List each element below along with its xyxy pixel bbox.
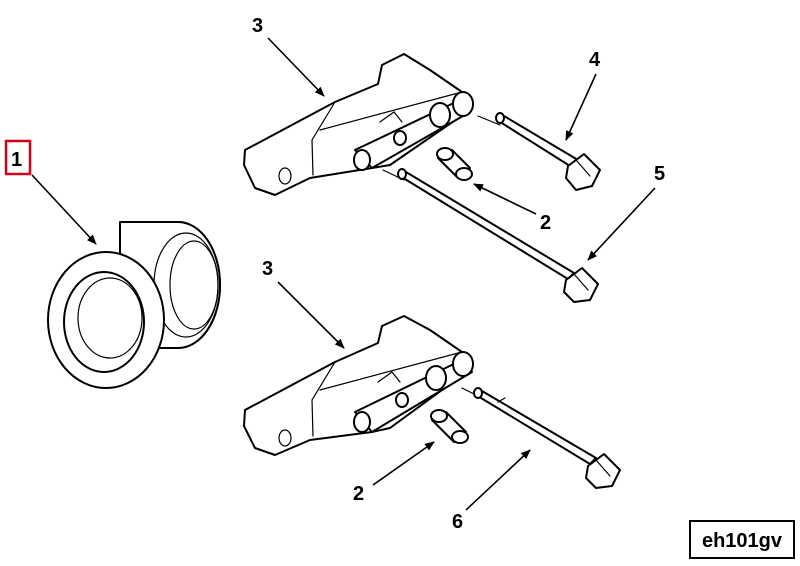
leader-2-top — [473, 183, 537, 215]
leader-4 — [565, 73, 597, 141]
bushing-bottom — [430, 409, 469, 444]
leader-3-top — [267, 37, 325, 97]
bolt-5 — [397, 168, 599, 303]
pulley-part-1 — [47, 221, 221, 389]
callout-2-bottom: 2 — [353, 483, 364, 505]
callout-3-bottom: 3 — [262, 258, 273, 280]
bolt-6 — [473, 387, 621, 489]
top-axis-bolt-4 — [477, 115, 501, 126]
callout-1: 1 — [11, 149, 22, 171]
bolt-4 — [495, 112, 601, 191]
callout-2-top: 2 — [540, 212, 551, 234]
leader-5 — [587, 187, 656, 261]
leader-2-bottom — [372, 441, 435, 486]
callout-1-highlight — [4, 139, 32, 176]
bushing-top — [436, 147, 473, 181]
callout-5: 5 — [654, 163, 665, 185]
idler-arm-top — [243, 53, 474, 196]
figure-id-box — [689, 520, 795, 559]
idler-arm-bottom — [243, 315, 474, 456]
leader-1 — [31, 174, 97, 245]
leader-6 — [465, 449, 531, 511]
leader-3-bottom — [277, 281, 345, 349]
callout-3-top: 3 — [252, 15, 263, 37]
figure-id-label: eh101gv — [702, 530, 783, 552]
bottom-axis-bolt-6 — [461, 387, 475, 395]
callout-6: 6 — [452, 511, 463, 533]
callout-4: 4 — [589, 49, 601, 71]
